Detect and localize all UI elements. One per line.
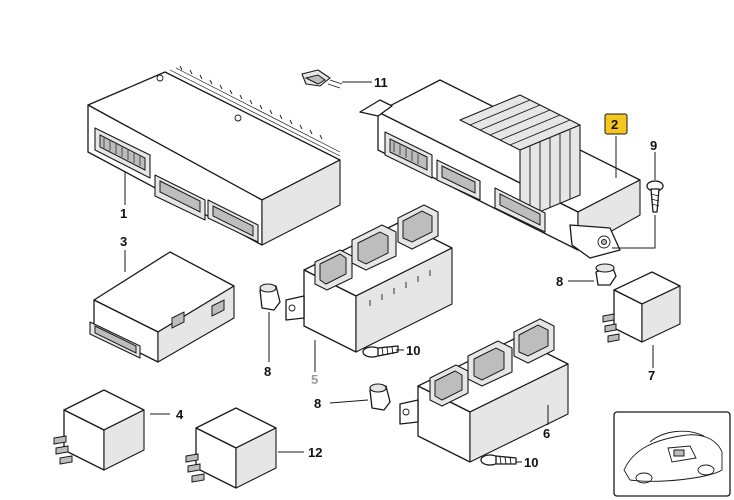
callout-2[interactable]: 2 xyxy=(611,117,618,132)
callout-3[interactable]: 3 xyxy=(120,234,127,249)
part-3-module[interactable] xyxy=(89,251,235,363)
part-2-control-module[interactable] xyxy=(359,79,641,259)
callout-10-lower[interactable]: 10 xyxy=(524,455,538,470)
leader-lines xyxy=(124,81,656,463)
part-11-connector-clip[interactable] xyxy=(301,69,343,89)
part-8-grommet-lower[interactable] xyxy=(369,383,391,411)
part-9-screw[interactable] xyxy=(646,180,664,213)
part-12-relay[interactable] xyxy=(185,407,277,489)
part-4-relay[interactable] xyxy=(53,389,145,471)
callout-6[interactable]: 6 xyxy=(543,426,550,441)
part-6-relay-box[interactable] xyxy=(399,318,569,463)
callout-7[interactable]: 7 xyxy=(648,368,655,383)
callout-1[interactable]: 1 xyxy=(120,206,127,221)
callout-8-lower[interactable]: 8 xyxy=(314,396,321,411)
callout-9[interactable]: 9 xyxy=(650,138,657,153)
callout-8-left[interactable]: 8 xyxy=(264,364,271,379)
callout-4[interactable]: 4 xyxy=(176,407,184,422)
callout-11[interactable]: 11 xyxy=(374,75,388,90)
callout-10-upper[interactable]: 10 xyxy=(406,343,420,358)
callout-labels: 1 2 3 4 5 6 7 8 8 8 9 10 10 11 12 xyxy=(120,75,657,470)
part-10-screw-upper[interactable] xyxy=(362,345,399,358)
callout-12[interactable]: 12 xyxy=(308,445,322,460)
part-10-screw-lower[interactable] xyxy=(480,454,517,466)
part-5-relay-box[interactable] xyxy=(285,204,453,353)
part-1-control-module[interactable] xyxy=(87,65,341,246)
part-7-relay[interactable] xyxy=(602,271,681,343)
callout-2-highlight xyxy=(604,113,628,135)
callout-8-right[interactable]: 8 xyxy=(556,274,563,289)
part-8-grommet-left[interactable] xyxy=(259,283,281,311)
callout-5[interactable]: 5 xyxy=(311,372,318,387)
part-8-grommet-right[interactable] xyxy=(595,263,617,286)
vehicle-location-thumbnail[interactable] xyxy=(613,411,731,497)
